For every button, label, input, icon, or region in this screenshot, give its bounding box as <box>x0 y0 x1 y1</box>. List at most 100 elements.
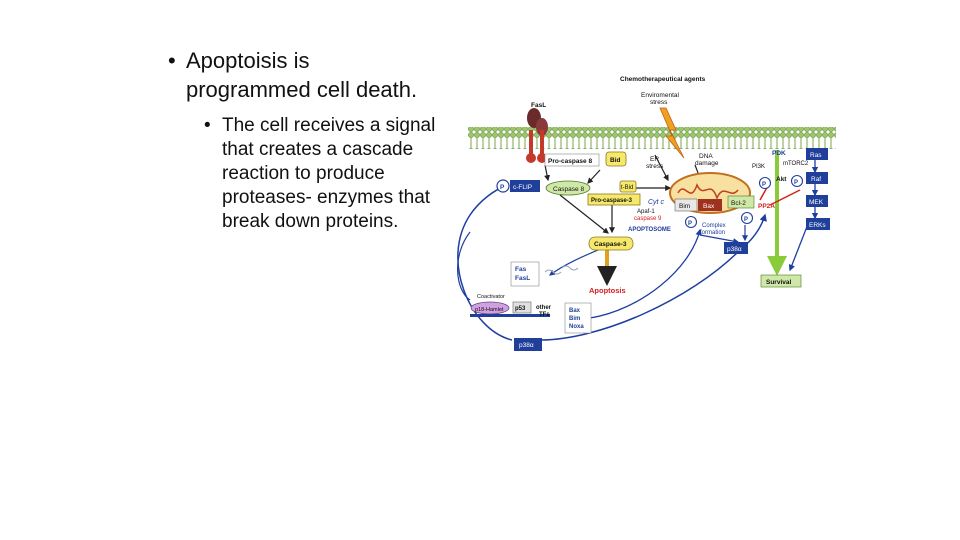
erks-label: ERKs <box>809 222 826 229</box>
pathway-arrow <box>654 154 669 182</box>
phospho-label: P <box>500 184 505 191</box>
pp2a-label: PP2A <box>758 203 775 210</box>
fas-label: Fas <box>515 266 527 273</box>
cyt-c-label: Cyt c <box>648 199 664 206</box>
phospho-icon <box>790 174 804 188</box>
bcl2-label: Bcl-2 <box>731 200 746 207</box>
p18-hamlet-label: p18-Hamlet <box>475 307 504 313</box>
pathway-arrow <box>559 194 609 234</box>
other-tfs-label: other <box>536 305 552 311</box>
dna-label: DNA <box>699 153 713 160</box>
t-bid-box <box>619 180 637 193</box>
erks-box <box>806 218 830 230</box>
bim-label: Bim <box>679 203 690 210</box>
t-bid-label: t-Bid <box>621 185 633 191</box>
feedback-arrow <box>457 184 513 341</box>
fasl-gene-label: FasL <box>515 275 530 282</box>
bullet-glyph: • <box>204 115 211 136</box>
survival-label: Survival <box>766 279 791 286</box>
bax-bim-noxa-box <box>564 302 592 334</box>
fasl-label: FasL <box>531 102 546 109</box>
env-label: Enviromental <box>641 92 679 99</box>
ras-label: Ras <box>810 152 822 159</box>
caspase-3-box <box>588 236 634 251</box>
pro-caspase-8-label: Pro-caspase 8 <box>548 158 592 165</box>
bid-label: Bid <box>610 157 621 164</box>
bullet-line: programmed cell death. <box>186 77 418 102</box>
p53-box <box>512 301 532 314</box>
p38a-box <box>724 242 748 254</box>
dna-strand <box>470 314 550 317</box>
cell-membrane <box>468 127 836 149</box>
slide-bullets: • Apoptoisis is programmed cell death. •… <box>168 46 468 234</box>
phospho-label: P <box>762 182 766 188</box>
er-label: stress <box>646 163 664 170</box>
pathway-arrow <box>587 169 601 184</box>
coactivator-label: Coactivator <box>477 294 505 300</box>
signal-arrow <box>788 223 809 272</box>
apoptosome-label: APOPTOSOME <box>628 227 671 233</box>
caspase-8-node <box>545 180 591 196</box>
phospho-icon <box>496 179 510 193</box>
feedback-arrow <box>539 213 767 341</box>
feedback-arrow <box>589 228 702 319</box>
bim-box <box>674 198 698 212</box>
chemo-label: Chemotherapeutical agents <box>620 76 706 83</box>
caspase-8-label: Caspase 8 <box>553 186 584 193</box>
phospho-label: P <box>688 221 692 227</box>
akt-label: Akt <box>776 176 787 183</box>
bullet-line: reaction to produce <box>222 163 385 184</box>
phospho-label: P <box>794 180 798 186</box>
bullet-line: that creates a cascade <box>222 139 414 160</box>
bid-box <box>605 151 627 167</box>
survival-box <box>760 274 802 288</box>
raf-label: Raf <box>811 176 821 183</box>
bullet-glyph: • <box>168 48 176 73</box>
phospho-icon <box>684 215 698 229</box>
caspase-3-label: Caspase-3 <box>594 241 627 248</box>
phospho-label: P <box>744 217 748 223</box>
mrna-squiggle <box>561 265 579 271</box>
apoptosis-label: Apoptosis <box>589 286 626 295</box>
fas-receptor-icon <box>526 108 548 163</box>
env-label: stress <box>650 99 668 106</box>
pro-caspase-8-box <box>544 153 600 167</box>
bcl2-box <box>727 195 755 209</box>
signal-arrow <box>699 234 740 245</box>
apaf1-label: Apaf-1 <box>637 209 655 215</box>
bax-gene-label: Bax <box>569 308 581 314</box>
pro-caspase-3-box <box>587 193 641 206</box>
bullet-level1: • Apoptoisis is programmed cell death. <box>168 46 468 104</box>
mtorc2-label: mTORC2 <box>783 161 809 167</box>
p38a-label: p38α <box>727 246 742 253</box>
caspase-9-label: caspase 9 <box>634 216 662 222</box>
ras-box <box>806 148 828 160</box>
bullet-line: Apoptoisis is <box>186 48 310 73</box>
mek-box <box>806 195 828 207</box>
bax-label: Bax <box>703 203 715 210</box>
p53-label: p53 <box>515 306 526 312</box>
p38a-bottom-box <box>514 338 542 351</box>
mrna-squiggle <box>544 269 562 275</box>
noxa-gene-label: Noxa <box>569 324 584 330</box>
raf-box <box>806 172 828 184</box>
p38a-bottom-label: p38α <box>519 342 534 349</box>
c-flip-label: c-FLIP <box>513 184 532 191</box>
pi3k-label: PI3K <box>752 164 765 170</box>
er-label: ER <box>650 156 659 163</box>
feedback-arrow <box>457 231 471 301</box>
bullet-line: The cell receives a signal <box>222 115 436 136</box>
fas-gene-box <box>510 261 540 287</box>
phospho-icon <box>740 211 754 225</box>
mek-label: MEK <box>809 199 824 206</box>
phospho-icon <box>758 176 772 190</box>
pathway-arrow <box>544 164 551 182</box>
bax-box <box>698 199 722 211</box>
pro-caspase-3-label: Pro-caspase-3 <box>591 198 633 204</box>
bim-gene-label: Bim <box>569 316 580 322</box>
other-tfs-label: TFs <box>539 312 550 318</box>
complex-label: formation <box>700 230 725 236</box>
bullet-line: break down proteins. <box>222 211 399 232</box>
pdk-label: PDK <box>772 150 786 157</box>
